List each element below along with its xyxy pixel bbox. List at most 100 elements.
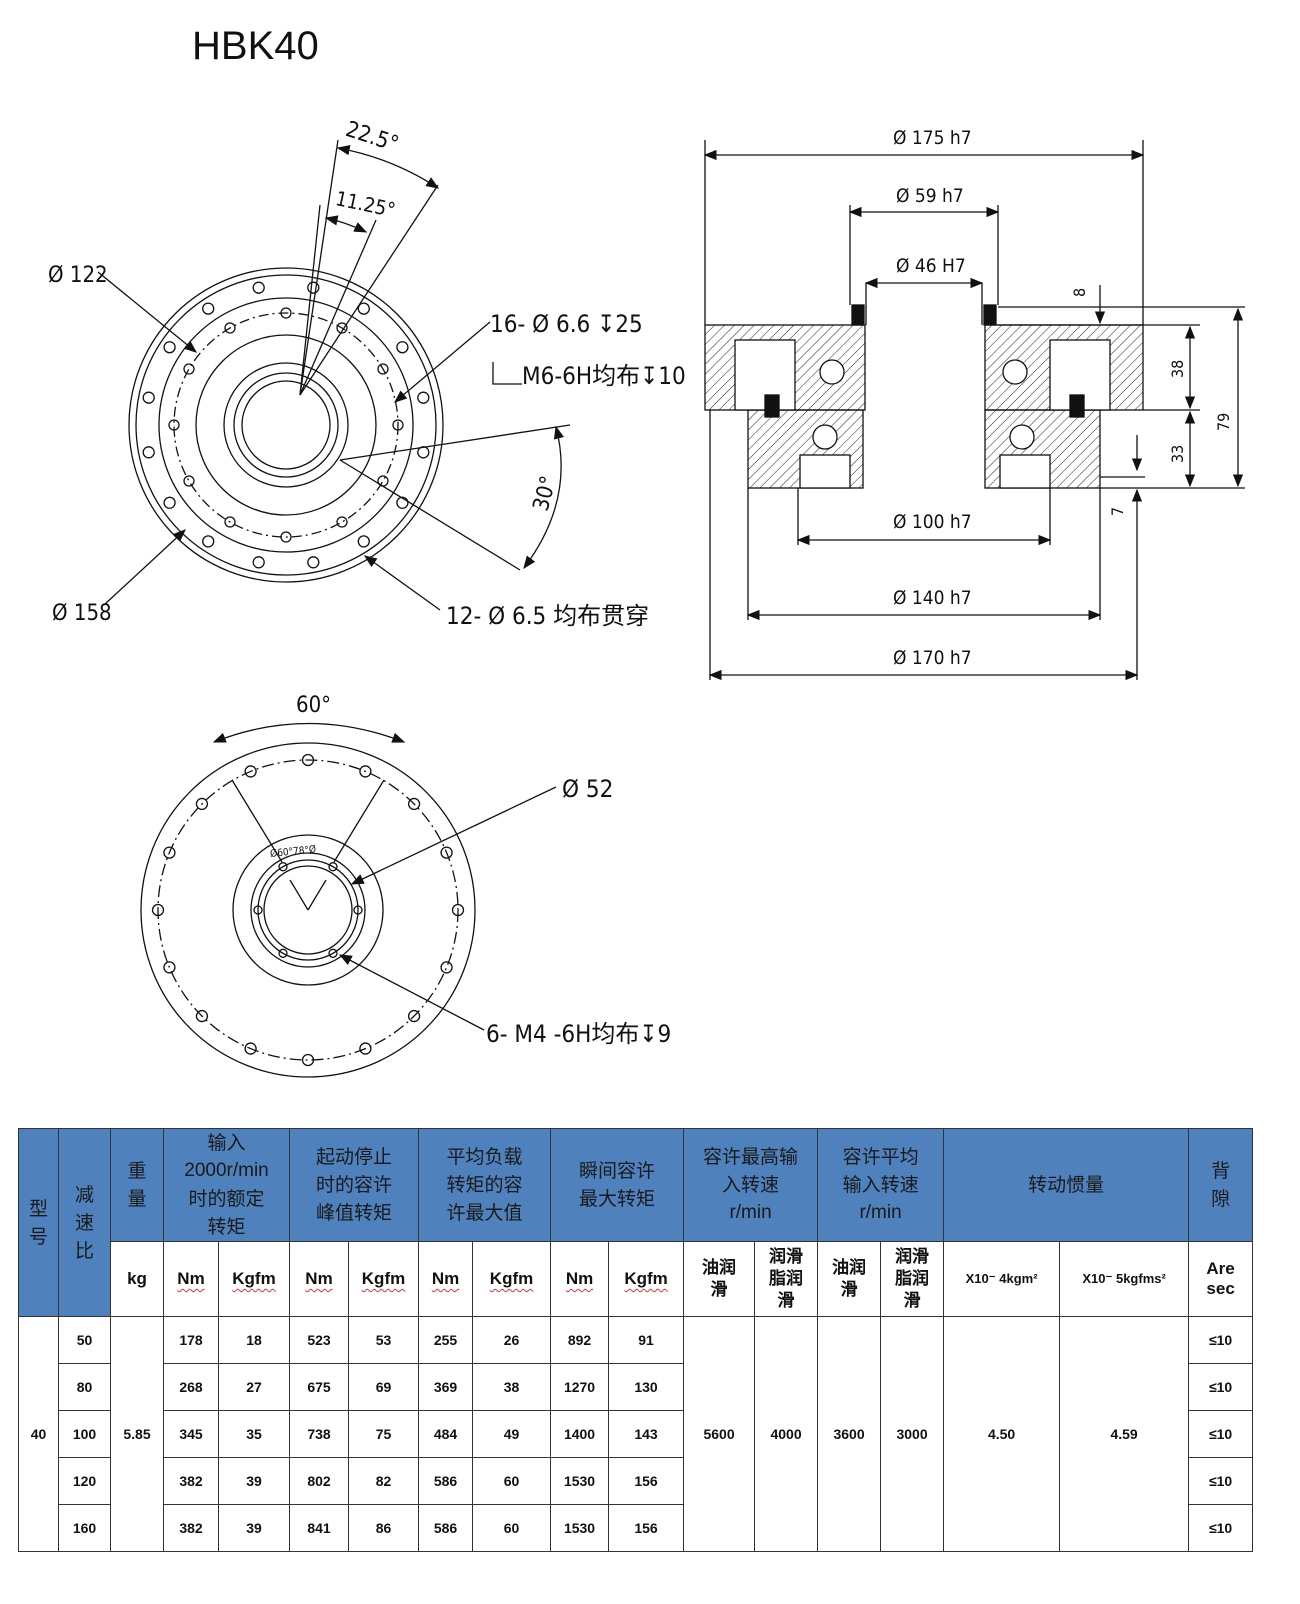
through-hole-icon <box>307 281 320 294</box>
cell-mom-kgfm: 156 <box>608 1457 685 1505</box>
cell-rated-kgfm: 39 <box>218 1504 290 1552</box>
through-hole-icon <box>417 391 430 404</box>
through-hole-icon <box>357 302 370 315</box>
dim-33-label: 33 <box>1168 445 1187 463</box>
dim-8-label: 8 <box>1070 288 1089 297</box>
cell-avg-kgfm: 38 <box>472 1363 552 1411</box>
cell-backlash: ≤10 <box>1188 1363 1254 1411</box>
cell-rated-nm: 345 <box>163 1410 219 1458</box>
unit-oil-lubrication: 油润滑 <box>817 1241 882 1317</box>
mount-hole-icon <box>301 753 315 767</box>
mount-hole-icon <box>244 765 257 778</box>
angle-11-25-label: 11.25° <box>333 186 397 222</box>
cell-rated-nm: 268 <box>163 1363 219 1411</box>
cell-avg-nm: 586 <box>418 1504 474 1552</box>
header-avg-torque: 平均负载转矩的容许最大值 <box>418 1128 552 1242</box>
m4-hole-icon <box>278 948 288 958</box>
cell-ratio: 50 <box>58 1316 111 1364</box>
through-hole-icon <box>142 391 155 404</box>
m4-hole-icon <box>278 862 288 872</box>
m4-hole-icon <box>353 905 363 915</box>
cell-ratio: 160 <box>58 1504 111 1552</box>
cell-inertia-kgfms2: 4.59 <box>1059 1316 1190 1552</box>
cell-peak-nm: 802 <box>289 1457 349 1505</box>
mount-hole-icon <box>163 961 176 974</box>
header-model: 型号 <box>18 1128 59 1317</box>
cell-rated-nm: 178 <box>163 1316 219 1364</box>
cell-peak-kgfm: 86 <box>347 1504 420 1552</box>
diameter-175-label: Ø 175 h7 <box>893 127 972 149</box>
cell-rated-kgfm: 18 <box>218 1316 290 1364</box>
mount-hole-icon <box>151 903 165 917</box>
unit-nm: Nm <box>289 1241 349 1317</box>
cell-avg-speed-grease: 3000 <box>880 1316 945 1552</box>
cell-avg-nm: 586 <box>418 1457 474 1505</box>
header-ratio: 减速比 <box>58 1128 111 1317</box>
mount-hole-icon <box>163 846 176 859</box>
mount-hole-icon <box>244 1042 257 1055</box>
cell-peak-nm: 738 <box>289 1410 349 1458</box>
m4-hole-icon <box>328 948 338 958</box>
cell-avg-kgfm: 60 <box>472 1457 552 1505</box>
unit-kgfm: Kgfm <box>608 1241 685 1317</box>
section-view-drawing <box>703 140 1245 681</box>
cell-mom-kgfm: 130 <box>608 1363 685 1411</box>
cell-rated-kgfm: 27 <box>218 1363 290 1411</box>
through-hole-icon <box>252 281 265 294</box>
through-hole-icon <box>202 535 215 548</box>
cell-avg-speed-oil: 3600 <box>817 1316 882 1552</box>
through-hole-icon <box>396 496 409 509</box>
dim-7-label: 7 <box>1108 507 1127 516</box>
cell-peak-nm: 675 <box>289 1363 349 1411</box>
cell-avg-kgfm: 49 <box>472 1410 552 1458</box>
cell-rated-nm: 382 <box>163 1504 219 1552</box>
m4-hole-icon <box>328 862 338 872</box>
cell-max-speed-oil: 5600 <box>683 1316 756 1552</box>
cell-ratio: 100 <box>58 1410 111 1458</box>
bolt-hole-icon <box>280 307 292 319</box>
bolt-hole-icon <box>183 363 195 375</box>
through-hole-icon <box>396 341 409 354</box>
diameter-46-label: Ø 46 H7 <box>896 255 966 277</box>
cell-weight: 5.85 <box>110 1316 164 1552</box>
cell-mom-kgfm: 91 <box>608 1316 685 1364</box>
page-title: HBK40 <box>192 24 319 68</box>
angle-60-label: 60° <box>296 693 331 718</box>
cell-mom-nm: 1400 <box>550 1410 610 1458</box>
bolt-hole-icon <box>377 475 389 487</box>
cell-avg-kgfm: 60 <box>472 1504 552 1552</box>
bolt-hole-icon <box>336 516 348 528</box>
dim-38-label: 38 <box>1168 360 1187 378</box>
diameter-52-label: Ø 52 <box>562 775 613 803</box>
mount-hole-icon <box>195 797 209 811</box>
cell-backlash: ≤10 <box>1188 1316 1254 1364</box>
diameter-122-label: Ø 122 <box>48 263 108 288</box>
technical-drawings: 22.5° 11.25° Ø 122 Ø 158 16- Ø 6.6 ↧25 M… <box>48 117 1245 1078</box>
mount-hole-icon <box>301 1053 315 1067</box>
unit-nm: Nm <box>418 1241 474 1317</box>
cell-avg-nm: 255 <box>418 1316 474 1364</box>
bolt-hole-icon <box>224 322 236 334</box>
dim-79-label: 79 <box>1214 413 1233 431</box>
diameter-158-label: Ø 158 <box>52 601 112 626</box>
bolt-hole-icon <box>224 516 236 528</box>
through-hole-icon <box>163 496 176 509</box>
cell-peak-kgfm: 82 <box>347 1457 420 1505</box>
unit-grease-lubrication: 润滑脂润滑 <box>754 1241 819 1317</box>
bolt-hole-icon <box>392 419 404 431</box>
cell-mom-nm: 1270 <box>550 1363 610 1411</box>
through-hole-icon <box>417 446 430 459</box>
rear-view-drawing <box>140 722 557 1078</box>
cell-mom-kgfm: 156 <box>608 1504 685 1552</box>
header-peak-torque: 起动停止时的容许峰值转矩 <box>288 1128 420 1242</box>
mount-hole-icon <box>440 961 453 974</box>
unit-kgfm: Kgfm <box>472 1241 552 1317</box>
cell-mom-kgfm: 143 <box>608 1410 685 1458</box>
cell-avg-kgfm: 26 <box>472 1316 552 1364</box>
cell-peak-kgfm: 75 <box>347 1410 420 1458</box>
cell-peak-kgfm: 69 <box>347 1363 420 1411</box>
mount-hole-icon <box>359 765 372 778</box>
